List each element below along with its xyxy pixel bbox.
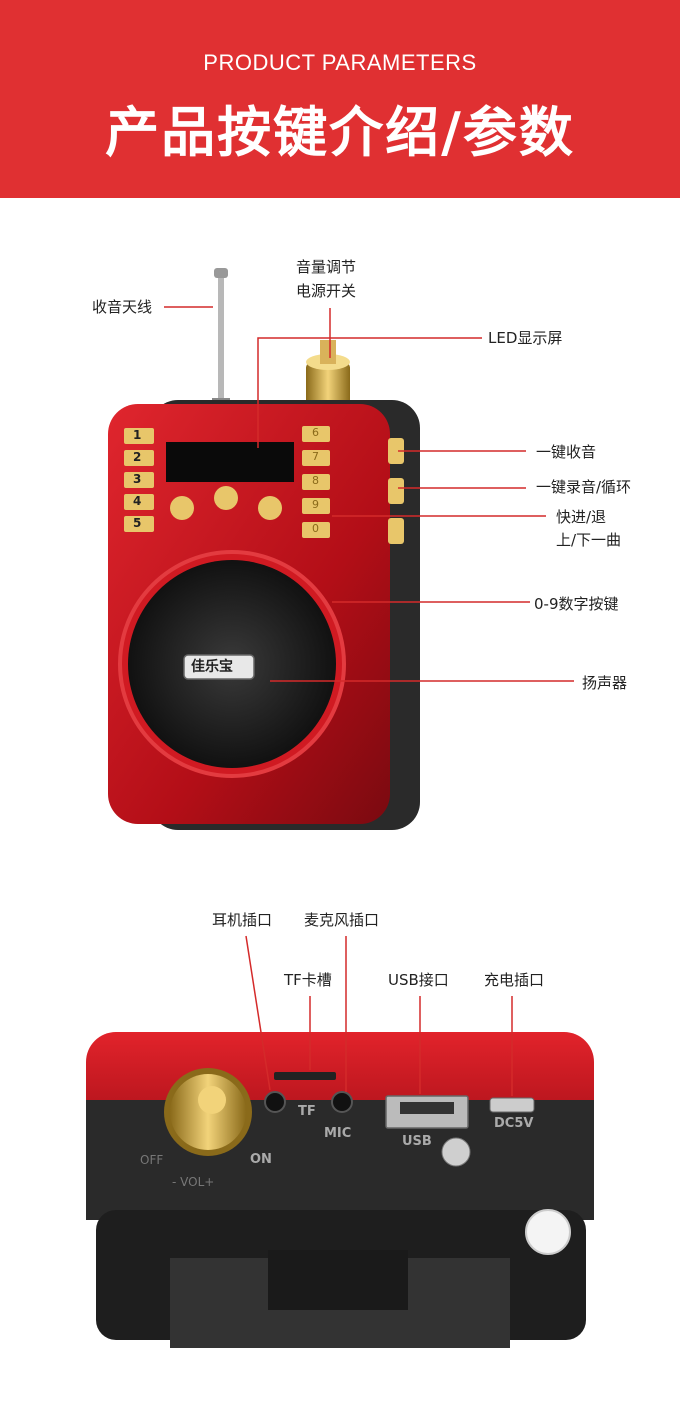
key-6-label: 6 — [312, 426, 319, 439]
key-2-label: 2 — [133, 450, 142, 464]
label-volume-adjust: 音量调节 — [296, 258, 357, 276]
earphone-jack — [264, 1091, 286, 1113]
side-keys — [388, 438, 404, 544]
speaker — [118, 550, 346, 778]
header-title: 产品按键介绍/参数 — [105, 101, 575, 164]
header-banner: PRODUCT PARAMETERS 产品按键介绍/参数 — [0, 0, 680, 198]
key-1-label: 1 — [133, 428, 142, 442]
label-radio-key: 一键收音 — [536, 443, 597, 461]
mark-usb: USB — [402, 1134, 432, 1149]
back-leader-lines — [245, 935, 513, 1096]
led-display — [166, 442, 294, 482]
mark-mic: MIC — [324, 1126, 352, 1141]
label-track: 上/下一曲 — [556, 531, 622, 549]
dc5v-port — [489, 1097, 535, 1113]
right-number-keys — [302, 426, 330, 538]
label-seek: 快进/退 — [556, 508, 607, 526]
qc-sticker — [525, 1209, 571, 1255]
key-7-label: 7 — [312, 450, 319, 463]
key-9-label: 9 — [312, 498, 319, 511]
key-8-label: 8 — [312, 474, 319, 487]
mic-jack — [331, 1091, 353, 1113]
mark-vol: - VOL+ — [172, 1175, 215, 1189]
mark-dc5v: DC5V — [494, 1116, 534, 1131]
label-earphone-jack: 耳机插口 — [212, 911, 273, 929]
left-number-keys — [124, 428, 154, 532]
brand-logo: 佳乐宝 — [191, 659, 233, 675]
label-tf-slot: TF卡槽 — [284, 971, 332, 989]
label-record-key: 一键录音/循环 — [536, 478, 632, 496]
rear-screw — [441, 1137, 471, 1167]
antenna — [212, 268, 230, 410]
mark-on: ON — [250, 1152, 272, 1167]
label-led-display: LED显示屏 — [488, 329, 563, 347]
label-power-switch: 电源开关 — [296, 282, 357, 300]
header-subtitle: PRODUCT PARAMETERS — [203, 50, 477, 75]
key-4-label: 4 — [133, 494, 142, 508]
volume-knob — [306, 340, 350, 408]
label-digit-keys: 0-9数字按键 — [534, 595, 619, 613]
label-usb-port: USB接口 — [388, 971, 449, 989]
label-speaker: 扬声器 — [582, 674, 628, 692]
key-3-label: 3 — [133, 472, 142, 486]
playback-keys — [170, 486, 282, 520]
mark-off: OFF — [140, 1153, 164, 1167]
belt-clip — [268, 1250, 408, 1310]
label-mic-jack: 麦克风插口 — [304, 911, 380, 929]
key-5-label: 5 — [133, 516, 142, 530]
key-0-label: 0 — [312, 522, 319, 535]
tf-slot — [274, 1072, 336, 1080]
mark-tf: TF — [298, 1104, 316, 1119]
label-charge-port: 充电插口 — [484, 971, 545, 989]
front-leader-lines — [164, 306, 574, 682]
back-view — [86, 1032, 594, 1348]
label-antenna: 收音天线 — [92, 298, 153, 316]
